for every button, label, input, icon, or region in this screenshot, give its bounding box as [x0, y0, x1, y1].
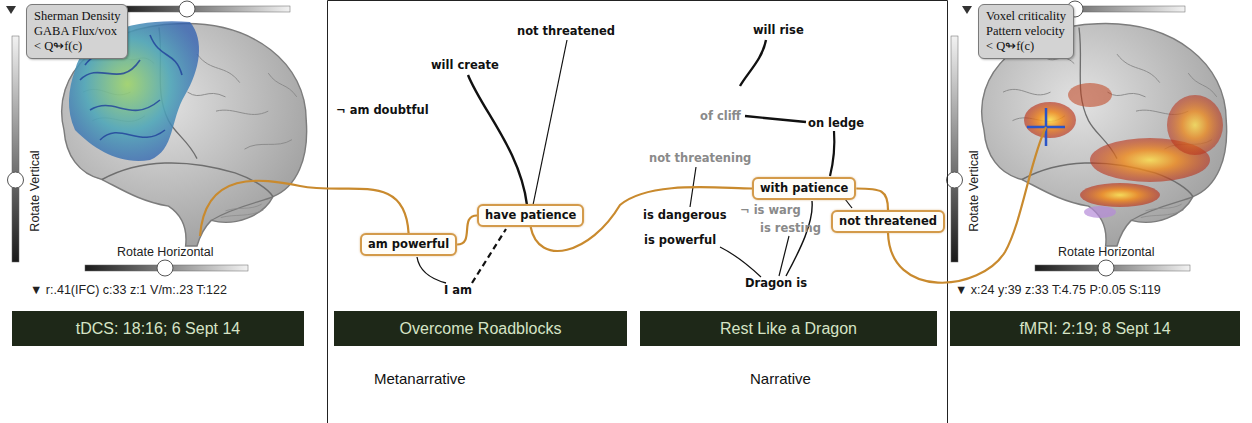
story-bar: Rest Like a Dragon — [640, 311, 937, 346]
session-bar: fMRI: 2:19; 8 Sept 14 — [950, 311, 1240, 346]
phrase-tree-lines — [417, 40, 852, 283]
node-text: Voxel criticality — [986, 9, 1066, 24]
phrase: ¬ is warg — [740, 203, 801, 217]
node-text: have patience — [485, 208, 576, 223]
node-text: Overcome Roadblocks — [400, 320, 562, 338]
phrase: Dragon is — [745, 276, 807, 290]
node-text: fMRI: 2:19; 8 Sept 14 — [1019, 320, 1170, 338]
node-text: tDCS: 18:16; 6 Sept 14 — [76, 320, 241, 338]
axis-label: Rotate Horizontal — [117, 245, 214, 259]
highlight-phrase: am powerful — [360, 233, 457, 256]
story-thread — [457, 216, 477, 245]
node-text: Rest Like a Dragon — [720, 320, 857, 338]
node-text: with patience — [760, 181, 848, 196]
axis-label: Rotate Vertical — [967, 150, 981, 231]
axis-label: Rotate Horizontal — [1058, 245, 1155, 259]
panel-frame — [328, 1, 948, 423]
phrase: I am — [444, 283, 472, 297]
node-text: < Q↬f(c) — [986, 39, 1066, 54]
phrase: not threatening — [649, 151, 751, 165]
panel-caption: Narrative — [750, 370, 811, 387]
highlight-phrase: with patience — [752, 177, 856, 200]
story-bar: Overcome Roadblocks — [334, 311, 627, 346]
phrase: will create — [431, 58, 499, 72]
phrase: is powerful — [644, 233, 716, 247]
brain-leader — [200, 181, 409, 236]
phrase: is resting — [760, 221, 821, 235]
control-panel: Sherman DensityGABA Flux/vox< Q↬f(c) — [26, 4, 128, 59]
node-text: Pattern velocity — [986, 24, 1066, 39]
node-text: GABA Flux/vox — [34, 24, 120, 39]
phrase: is dangerous — [643, 208, 727, 222]
node-text: not threatened — [839, 214, 937, 229]
highlight-phrase: have patience — [477, 204, 584, 227]
phrase: ¬ am doubtful — [336, 103, 429, 117]
node-text: am powerful — [368, 237, 449, 252]
panel-caption: Metanarrative — [374, 370, 466, 387]
node-text: < Q↬f(c) — [34, 39, 120, 54]
session-bar: tDCS: 18:16; 6 Sept 14 — [12, 311, 304, 346]
story-thread — [856, 189, 888, 211]
phrase: of cliff — [700, 109, 741, 123]
readout: ▼ r:.41(IFC) c:33 z:1 V/m:.23 T:122 — [30, 283, 227, 297]
phrase: not threatened — [517, 24, 615, 38]
brain-leader — [888, 127, 1046, 283]
node-text: Sherman Density — [34, 9, 120, 24]
phrase: will rise — [753, 23, 804, 37]
phrase: on ledge — [808, 116, 864, 130]
axis-label: Rotate Vertical — [28, 150, 42, 231]
control-panel: Voxel criticalityPattern velocity< Q↬f(c… — [978, 4, 1074, 59]
highlight-phrase: not threatened — [831, 210, 945, 233]
readout: ▼ x:24 y:39 z:33 T:4.75 P:0.05 S:119 — [955, 283, 1161, 297]
